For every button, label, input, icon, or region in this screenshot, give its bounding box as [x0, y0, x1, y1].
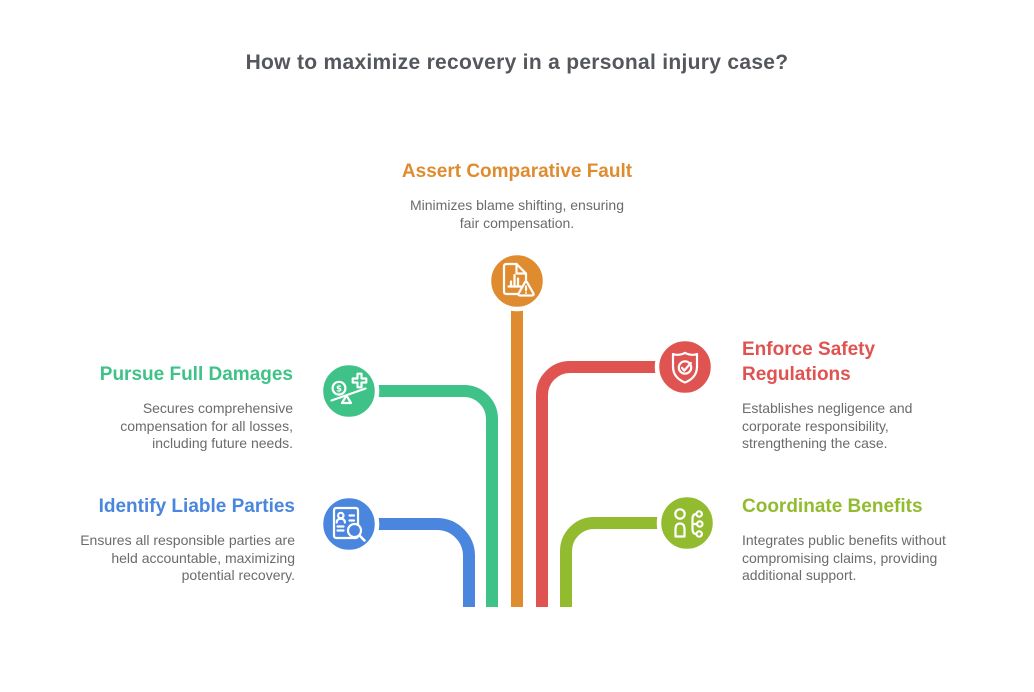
person-network-icon: [674, 508, 704, 538]
section-enforce-safety-regulations: Enforce Safety Regulations Establishes n…: [742, 337, 942, 453]
section-title: Enforce Safety Regulations: [742, 339, 876, 385]
section-title: Coordinate Benefits: [742, 496, 923, 517]
section-description: Integrates public benefits without compr…: [742, 532, 946, 583]
section-title: Identify Liable Parties: [98, 496, 295, 517]
svg-text:$: $: [336, 385, 342, 395]
section-description: Establishes negligence and corporate res…: [742, 400, 913, 451]
document-warning-icon: [502, 262, 535, 297]
node-circle-enforce: [654, 336, 716, 398]
connector-enforce-safety-regulations: [536, 361, 684, 607]
section-description: Ensures all responsible parties are held…: [80, 532, 295, 583]
section-coordinate-benefits: Coordinate Benefits Integrates public be…: [742, 494, 982, 585]
node-circle-coordinate: [656, 492, 718, 554]
connector-identify-liable-parties: [350, 518, 475, 607]
node-circle-identify: [318, 493, 380, 555]
section-description: Secures comprehensive compensation for a…: [120, 400, 293, 451]
connector-coordinate-benefits: [560, 517, 686, 607]
section-identify-liable-parties: Identify Liable Parties Ensures all resp…: [45, 494, 295, 585]
section-assert-comparative-fault: Assert Comparative Fault Minimizes blame…: [357, 159, 677, 232]
balance-money-health-icon: $: [330, 372, 368, 405]
shield-check-icon: [671, 351, 699, 384]
connector-pursue-full-damages: [350, 385, 498, 607]
page-title: How to maximize recovery in a personal i…: [245, 51, 789, 74]
section-title: Assert Comparative Fault: [401, 161, 633, 182]
section-description: Minimizes blame shifting, ensuring fair …: [410, 197, 624, 231]
node-circle-pursue: [318, 360, 380, 422]
section-pursue-full-damages: Pursue Full Damages Secures comprehensiv…: [43, 362, 293, 453]
section-title: Pursue Full Damages: [99, 364, 293, 385]
document-search-icon: [332, 506, 366, 542]
